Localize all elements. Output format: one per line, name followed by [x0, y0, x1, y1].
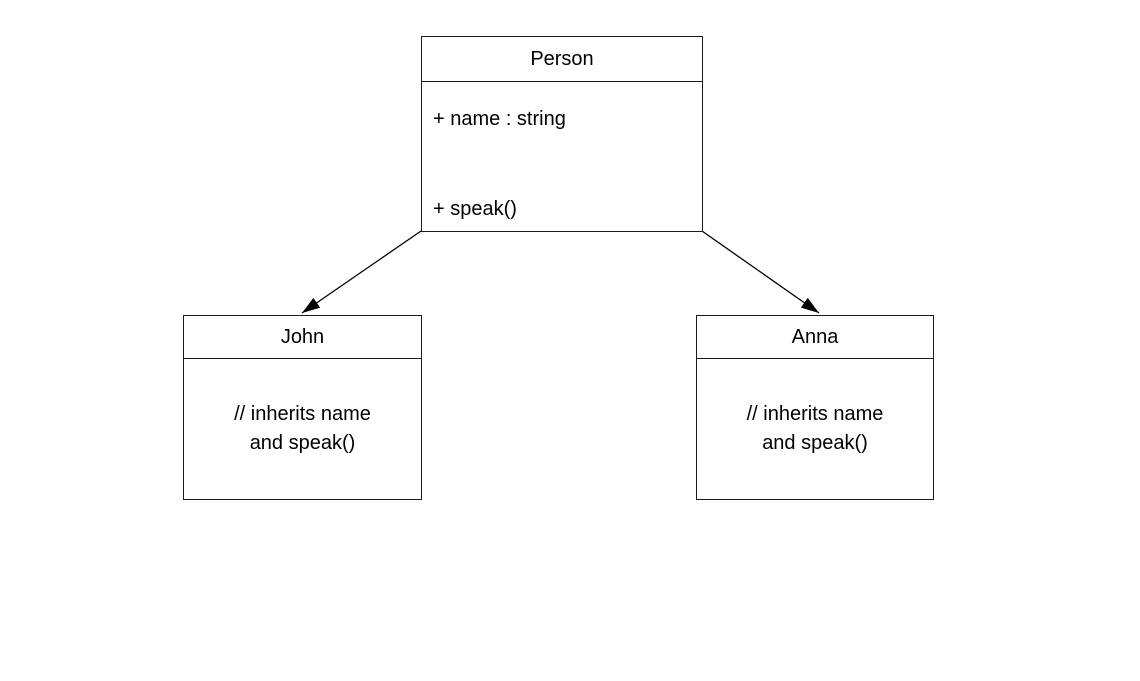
edge-person-to-john[interactable]	[301, 230, 422, 314]
class-box-anna[interactable]: Anna // inherits name and speak()	[696, 315, 934, 500]
class-body-person: + name : string + speak()	[422, 82, 702, 231]
class-body-anna: // inherits name and speak()	[697, 359, 933, 499]
inherits-note-line-1: // inherits name	[234, 403, 371, 425]
inherits-note-line-2: and speak()	[762, 432, 868, 454]
inherits-note-line-1: // inherits name	[746, 403, 884, 425]
class-header-anna: Anna	[697, 316, 933, 359]
class-box-person[interactable]: Person + name : string + speak()	[421, 36, 703, 232]
class-header-john: John	[184, 316, 421, 359]
class-body-john: // inherits name and speak()	[184, 359, 421, 499]
class-title-john: John	[280, 325, 325, 348]
inherits-note-line-2: and speak()	[249, 432, 356, 454]
class-title-anna: Anna	[791, 325, 839, 348]
class-title-person: Person	[530, 47, 594, 70]
class-header-person: Person	[422, 37, 702, 82]
class-box-john[interactable]: John // inherits name and speak()	[183, 315, 422, 500]
edge-person-to-anna[interactable]	[701, 230, 820, 314]
class-method-speak: + speak()	[433, 198, 517, 220]
class-attribute-name: + name : string	[433, 108, 566, 130]
